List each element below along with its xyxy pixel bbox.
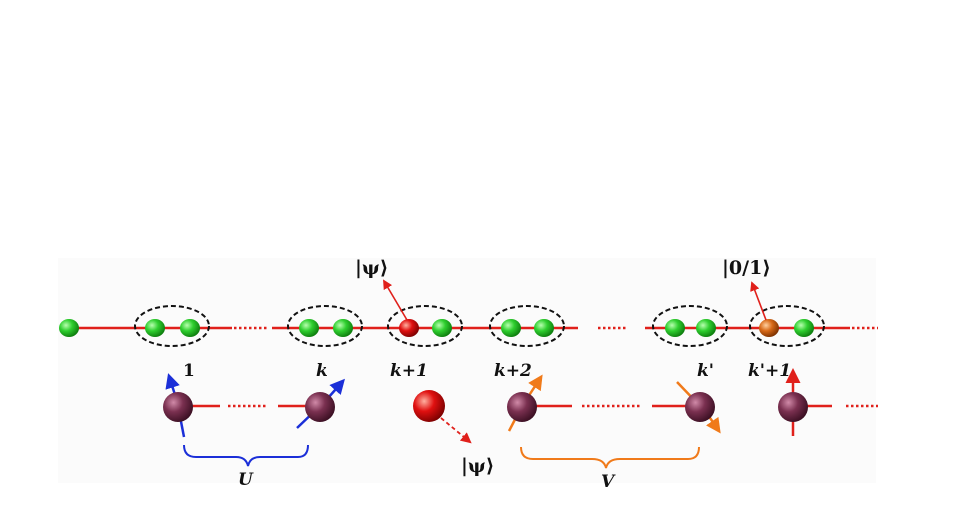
green-ball	[665, 319, 685, 337]
spin-arrow	[526, 374, 543, 398]
pair-ellipse	[652, 305, 728, 347]
operator-U-label: U	[238, 470, 254, 490]
psi-out-arrow	[383, 279, 408, 321]
pair-ellipse	[287, 305, 363, 347]
site-label: k'	[697, 361, 714, 381]
pair-ellipse	[489, 305, 565, 347]
ket-01-label: |0/1⟩	[722, 257, 771, 279]
orange-ball	[759, 319, 779, 337]
green-ball	[333, 319, 353, 337]
site-label: k+2	[494, 361, 532, 381]
psi-top-label: |ψ⟩	[355, 257, 388, 279]
ket-out-arrow	[750, 281, 767, 321]
brace-U	[183, 444, 309, 467]
spin-ball	[507, 392, 537, 422]
site-label: k+1	[390, 361, 428, 381]
site-labels: 1 k k+1 k+2 k' k'+1	[183, 361, 791, 381]
site-label: k	[316, 361, 328, 381]
red-ball	[399, 319, 419, 337]
pair-ellipse	[749, 305, 825, 347]
green-ball	[299, 319, 319, 337]
green-ball	[794, 319, 814, 337]
figure-background	[58, 258, 876, 483]
green-ball	[145, 319, 165, 337]
green-ball	[59, 319, 79, 337]
psi-bottom-label: |ψ⟩	[461, 455, 494, 477]
psi-down-arrow	[440, 417, 472, 444]
operator-V-label: V	[601, 472, 616, 492]
green-ball	[501, 319, 521, 337]
site-label: 1	[183, 361, 195, 381]
bottom-chain	[163, 368, 878, 444]
green-ball	[696, 319, 716, 337]
spin-arrow	[327, 378, 345, 399]
pair-ellipse	[387, 305, 463, 347]
brace-V	[520, 446, 700, 469]
spin-ball	[778, 392, 808, 422]
spin-ball	[305, 392, 335, 422]
pair-ellipse	[134, 305, 210, 347]
green-ball	[534, 319, 554, 337]
top-chain	[59, 279, 878, 347]
site-label: k'+1	[748, 361, 791, 381]
green-ball	[432, 319, 452, 337]
green-ball	[180, 319, 200, 337]
red-spin-ball	[413, 390, 445, 422]
spin-ball	[163, 392, 193, 422]
spin-ball	[685, 392, 715, 422]
